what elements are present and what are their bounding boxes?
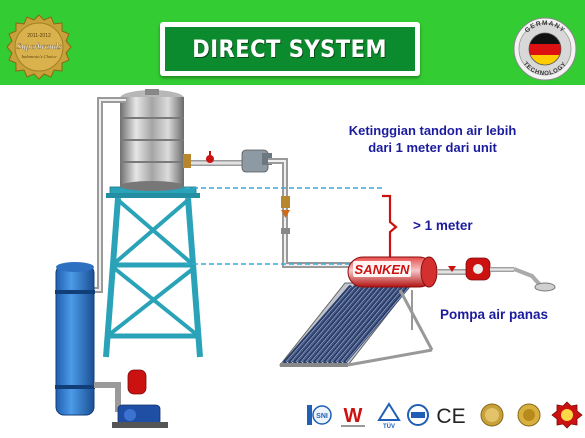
vacuum-tube-highlight xyxy=(310,286,376,363)
certification-logos: SNI W TÜV CE xyxy=(307,401,583,430)
page-title: DIRECT SYSTEM xyxy=(192,35,388,63)
sni-logo: SNI xyxy=(307,405,332,425)
heater-brand-label: SANKEN xyxy=(355,262,411,277)
vacuum-tube xyxy=(333,285,401,364)
vacuum-tube xyxy=(338,285,405,364)
certification-seal-logo xyxy=(407,404,429,426)
water-tower xyxy=(103,186,203,358)
vacuum-tube xyxy=(323,285,391,364)
tuv-logo: TÜV xyxy=(377,402,401,430)
badge-years: 2011-2012 xyxy=(27,33,51,39)
ce-mark-logo: CE xyxy=(436,405,465,428)
superbrands-badge-icon: 2011-2012 Superbrands Indonesia's Choice xyxy=(6,14,72,80)
gold-seal-2-logo xyxy=(517,403,541,427)
solar-collector-panel xyxy=(278,282,434,367)
vacuum-tube xyxy=(293,285,362,364)
vacuum-tube-highlight xyxy=(320,286,385,363)
tank-height-note-line1: Ketinggian tandon air lebih xyxy=(348,123,517,138)
award-seal-logo xyxy=(551,401,583,429)
vacuum-tube-highlight xyxy=(340,286,405,363)
vacuum-tube xyxy=(288,285,357,364)
vacuum-tube-highlight xyxy=(335,286,400,363)
hot-water-pump-label: Pompa air panas xyxy=(440,307,549,322)
badge-tagline: Indonesia's Choice xyxy=(20,54,56,59)
vacuum-tube xyxy=(298,285,367,364)
direct-system-diagram: SANKEN xyxy=(55,89,556,428)
vacuum-tube xyxy=(328,285,396,364)
header-bar: 2011-2012 Superbrands Indonesia's Choice… xyxy=(0,0,585,85)
supply-pipe xyxy=(183,149,360,268)
vacuum-tube xyxy=(283,285,352,364)
tank-height-note-line2: dari 1 meter dari unit xyxy=(368,140,497,155)
gold-seal-1-logo xyxy=(480,403,504,427)
distance-label: > 1 meter xyxy=(413,218,473,233)
svg-text:SNI: SNI xyxy=(316,413,328,420)
svg-text:TÜV: TÜV xyxy=(383,423,395,430)
hot-water-pump xyxy=(438,257,556,292)
vacuum-tube xyxy=(343,285,410,364)
vacuum-tube-highlight xyxy=(290,286,356,363)
vacuum-tube-highlight xyxy=(325,286,390,363)
vacuum-tube xyxy=(318,285,386,364)
vacuum-tube-highlight xyxy=(295,286,361,363)
stainless-water-tank xyxy=(120,89,184,191)
vacuum-tube-highlight xyxy=(285,286,352,363)
svg-text:CE: CE xyxy=(436,405,465,428)
vacuum-tube xyxy=(313,285,381,364)
germany-technology-badge-icon: GERMANY TECHNOLOGY xyxy=(513,17,577,81)
blue-water-filter-tank xyxy=(55,262,95,416)
badge-brand: Superbrands xyxy=(17,41,63,51)
vacuum-tube xyxy=(303,285,372,364)
solar-water-heater-tank: SANKEN xyxy=(347,256,438,288)
vacuum-tube-highlight xyxy=(300,286,366,363)
water-pump xyxy=(112,369,168,428)
height-bracket xyxy=(382,194,398,260)
svg-text:W: W xyxy=(344,405,363,427)
title-box: DIRECT SYSTEM xyxy=(160,22,420,76)
watermark-logo: W xyxy=(341,405,365,427)
tank-height-note: Ketinggian tandon air lebih dari 1 meter… xyxy=(320,122,545,156)
vacuum-tube-highlight xyxy=(305,286,371,363)
vacuum-tube xyxy=(308,285,376,364)
vacuum-tube-highlight xyxy=(345,286,410,363)
vacuum-tube-highlight xyxy=(330,286,395,363)
vacuum-tube-highlight xyxy=(315,286,381,363)
